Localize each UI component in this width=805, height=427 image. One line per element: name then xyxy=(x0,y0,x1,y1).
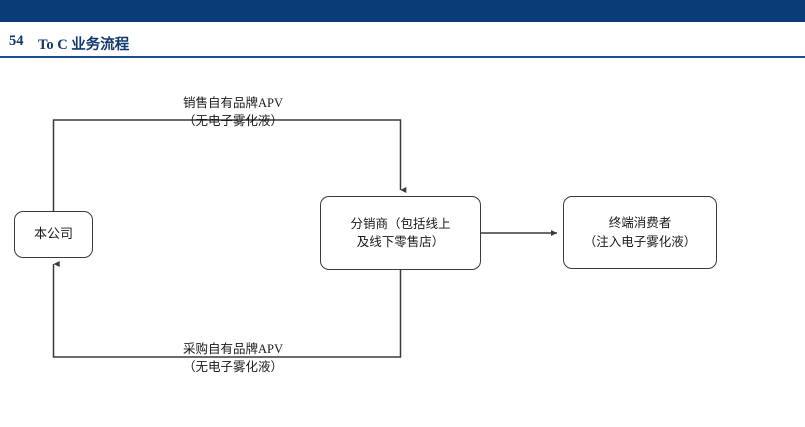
edge-purchase-path xyxy=(52,261,402,358)
flow-connectors xyxy=(52,119,558,358)
node-consumer-label: 终端消费者 （注入电子雾化液） xyxy=(583,216,697,249)
node-consumer[interactable]: 终端消费者 （注入电子雾化液） xyxy=(563,196,717,269)
edge-label-sell: 销售自有品牌APV （无电子雾化液） xyxy=(182,96,283,129)
page-header: 54 To C 业务流程 xyxy=(0,33,805,55)
node-distributor-label: 分销商（包括线上 及线下零售店） xyxy=(350,216,451,249)
page-title: To C 业务流程 xyxy=(38,37,130,53)
edge-label-purchase: 采购自有品牌APV （无电子雾化液） xyxy=(182,342,283,375)
edge-sell-path xyxy=(52,119,407,211)
header-bar xyxy=(0,0,805,22)
business-flow-diagram: 本公司 分销商（包括线上 及线下零售店） 终端消费者 （注入电子雾化液） 销售自… xyxy=(0,58,805,427)
title-divider xyxy=(0,56,805,58)
node-company[interactable]: 本公司 xyxy=(14,211,93,258)
node-company-label: 本公司 xyxy=(33,226,73,242)
page-number: 54 xyxy=(9,33,24,49)
node-distributor[interactable]: 分销商（包括线上 及线下零售店） xyxy=(320,196,481,270)
